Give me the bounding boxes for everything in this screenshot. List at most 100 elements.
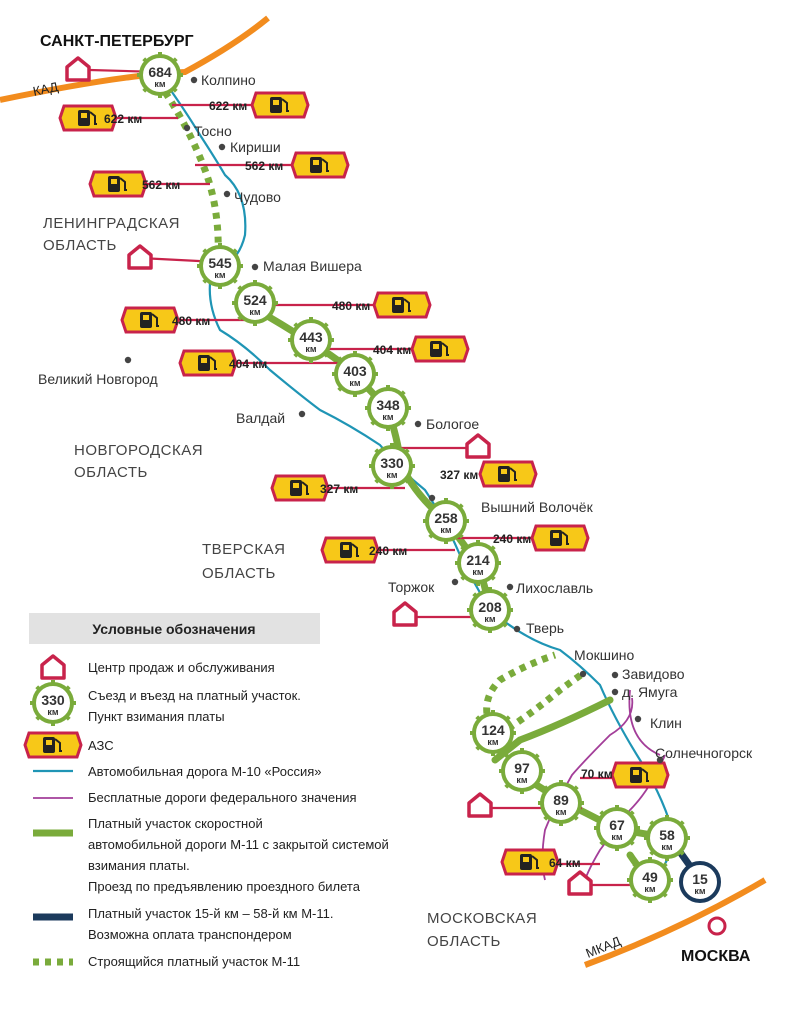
exit-km-unit: км bbox=[386, 470, 398, 480]
service-center-icon[interactable] bbox=[392, 601, 418, 627]
exit-km-unit: км bbox=[214, 270, 226, 280]
exit-number: 15 bbox=[692, 871, 708, 887]
saint-petersburg-label: САНКТ-ПЕТЕРБУРГ bbox=[40, 33, 194, 50]
city-label: Завидово bbox=[622, 666, 685, 682]
exit-number: 214 bbox=[466, 552, 490, 568]
fuel-station-icon[interactable] bbox=[410, 335, 470, 363]
city-label: Колпино bbox=[201, 72, 256, 88]
fuel-km-label: 70 км bbox=[581, 767, 613, 781]
legend-toll-line3: взимания платы. bbox=[88, 858, 190, 873]
service-center-icon[interactable] bbox=[65, 56, 91, 82]
exit-km-unit: км bbox=[555, 807, 567, 817]
legend-construction: Строящийся платный участок М-11 bbox=[88, 954, 300, 969]
legend-toll-line4: Проезд по предъявлению проездного билета bbox=[88, 879, 361, 894]
legend-exit-line2: Пункт взимания платы bbox=[88, 709, 225, 724]
cities: Колпино Тосно Кириши Чудово Малая Вишера… bbox=[38, 72, 753, 764]
exit-km-unit: км bbox=[472, 567, 484, 577]
fuel-station-icon[interactable] bbox=[250, 91, 310, 119]
service-center-icon[interactable] bbox=[127, 244, 153, 270]
exit-number: 208 bbox=[478, 599, 502, 615]
moscow-label: МОСКВА bbox=[681, 948, 751, 965]
legend-azs: АЗС bbox=[88, 738, 114, 753]
service-center-icon[interactable] bbox=[467, 792, 493, 818]
fuel-km-label: 64 км bbox=[549, 856, 581, 870]
exit-number: 58 bbox=[659, 827, 675, 843]
kad-label: КАД bbox=[32, 79, 60, 99]
exit-number: 258 bbox=[434, 510, 458, 526]
city-label: Тосно bbox=[194, 123, 232, 139]
fuel-station-icon[interactable] bbox=[120, 306, 180, 334]
exit-km-unit: км bbox=[249, 307, 261, 317]
region-label: НОВГОРОДСКАЯ bbox=[74, 442, 203, 459]
exit-km-unit: км bbox=[484, 614, 496, 624]
region-label: ЛЕНИНГРАДСКАЯ bbox=[43, 215, 180, 232]
fuel-km-label: 327 км bbox=[320, 482, 358, 496]
moscow-marker bbox=[707, 916, 727, 936]
exit-km-unit: км bbox=[382, 412, 394, 422]
fuel-km-label: 562 км bbox=[245, 159, 283, 173]
legend: Условные обозначения Центр продаж и обсл… bbox=[23, 613, 389, 969]
legend-toll-line2: автомобильной дороги М-11 с закрытой сис… bbox=[88, 837, 389, 852]
fuel-km-label: 327 км bbox=[440, 468, 478, 482]
fuel-station-icon[interactable] bbox=[178, 349, 238, 377]
fuel-station-icon[interactable] bbox=[290, 151, 350, 179]
city-label: Валдай bbox=[236, 410, 285, 426]
m10-highway bbox=[159, 74, 677, 886]
fuel-station-icon[interactable] bbox=[610, 761, 670, 789]
legend-sales-center: Центр продаж и обслуживания bbox=[88, 660, 275, 675]
region-label: МОСКОВСКАЯ bbox=[427, 910, 537, 927]
city-label: Малая Вишера bbox=[263, 258, 362, 274]
mkad-ring-road bbox=[583, 877, 767, 968]
legend-fuel-icon bbox=[23, 731, 83, 759]
exit-km-unit: км bbox=[487, 737, 499, 747]
legend-title: Условные обозначения bbox=[92, 621, 255, 637]
exit-km-unit: км bbox=[661, 842, 673, 852]
city-label: Великий Новгород bbox=[38, 371, 158, 387]
fuel-station-icon[interactable] bbox=[88, 170, 148, 198]
exit-number: 348 bbox=[376, 397, 400, 413]
service-links bbox=[89, 68, 640, 887]
legend-service-center-icon bbox=[40, 654, 66, 680]
region-label: ОБЛАСТЬ bbox=[43, 237, 117, 254]
exit-km-unit: км bbox=[694, 886, 706, 896]
exit-km-unit: км bbox=[154, 79, 166, 89]
fuel-station-icon[interactable] bbox=[478, 460, 538, 488]
exit-number: 49 bbox=[642, 869, 658, 885]
exit-number: 524 bbox=[243, 292, 267, 308]
city-label: Чудово bbox=[234, 189, 281, 205]
fuel-station-icon[interactable] bbox=[372, 291, 432, 319]
fuel-km-label: 404 км bbox=[229, 357, 267, 371]
exit-number: 97 bbox=[514, 760, 530, 776]
fuel-km-labels: 622 км 622 км 562 км 562 км 480 км 480 к… bbox=[104, 99, 613, 870]
city-label: Торжок bbox=[388, 579, 435, 595]
fuel-km-label: 562 км bbox=[142, 178, 180, 192]
region-label: ОБЛАСТЬ bbox=[427, 933, 501, 950]
legend-m10: Автомобильная дорога М-10 «Россия» bbox=[88, 764, 322, 779]
m11-construction bbox=[162, 90, 588, 738]
exit-number: 443 bbox=[299, 329, 323, 345]
fuel-km-label: 240 км bbox=[369, 544, 407, 558]
service-center-icon[interactable] bbox=[465, 433, 491, 459]
region-label: ТВЕРСКАЯ bbox=[202, 541, 285, 558]
fuel-station-icon[interactable] bbox=[530, 524, 590, 552]
